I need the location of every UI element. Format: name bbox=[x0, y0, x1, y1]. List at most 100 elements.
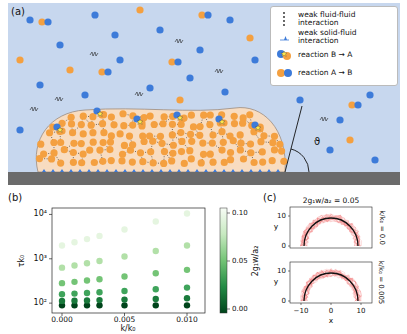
solid-mark bbox=[240, 169, 244, 172]
tick-label: 10 bbox=[357, 308, 366, 315]
tick bbox=[227, 261, 230, 262]
particle-a bbox=[146, 84, 153, 91]
particle-b bbox=[16, 56, 23, 63]
axis-label: y bbox=[274, 223, 278, 231]
solid-mark bbox=[141, 169, 145, 172]
colorbar-label: 2g₁w/a₂ bbox=[252, 246, 260, 277]
particle-b bbox=[118, 157, 125, 164]
tick-label: 10² bbox=[34, 299, 47, 307]
axes-box bbox=[52, 208, 205, 313]
particle-b bbox=[120, 122, 127, 129]
particle-b bbox=[198, 159, 205, 166]
data-point bbox=[71, 290, 77, 296]
particle-b bbox=[127, 147, 134, 154]
particle-b bbox=[66, 66, 73, 73]
legend-sample bbox=[274, 46, 294, 64]
particle-b bbox=[157, 133, 164, 140]
data-point bbox=[121, 302, 127, 308]
solid-mark bbox=[249, 169, 253, 172]
solid-mark bbox=[78, 169, 82, 172]
particle-b bbox=[346, 136, 353, 143]
tick bbox=[361, 303, 362, 305]
solid-mark bbox=[267, 169, 271, 172]
panel-label: (b) bbox=[8, 193, 22, 203]
particle-b bbox=[158, 140, 165, 147]
particle-a bbox=[26, 16, 33, 23]
reaction-star bbox=[255, 125, 261, 130]
particle-b bbox=[276, 141, 283, 148]
particle-b bbox=[69, 129, 76, 136]
particle-b bbox=[246, 34, 253, 41]
data-point bbox=[71, 297, 77, 303]
particle-a bbox=[81, 91, 88, 98]
solid-mark bbox=[69, 169, 73, 172]
particle-b bbox=[107, 138, 114, 145]
data-point bbox=[84, 260, 90, 266]
axis-label: k/k₀ bbox=[120, 325, 135, 333]
legend-sample bbox=[274, 10, 294, 28]
tick bbox=[49, 258, 52, 259]
particle-b bbox=[188, 138, 195, 145]
weak-interaction bbox=[320, 117, 328, 121]
row-label: k/k₀ = 0.005 bbox=[377, 260, 384, 304]
particle-a bbox=[91, 11, 98, 18]
particle-b bbox=[168, 157, 175, 164]
legend-text: weak fluid-fluid interaction bbox=[298, 11, 394, 27]
data-point bbox=[59, 291, 65, 297]
solid-mark bbox=[150, 169, 154, 172]
particle-b bbox=[106, 146, 113, 153]
particle-a bbox=[104, 68, 111, 75]
sample-profile bbox=[301, 215, 361, 246]
particle-b bbox=[271, 146, 278, 153]
particle-b bbox=[70, 140, 77, 147]
tick-label: 0 bbox=[282, 243, 286, 250]
particle-b bbox=[147, 112, 154, 119]
particle-a bbox=[36, 81, 43, 88]
sample-profile bbox=[302, 271, 357, 301]
mean-profile bbox=[304, 218, 358, 246]
particle-b bbox=[99, 120, 106, 127]
particle-b bbox=[237, 140, 244, 147]
data-point bbox=[96, 276, 102, 282]
panel-label: (c) bbox=[263, 193, 276, 203]
particle-b bbox=[269, 157, 276, 164]
particle-b bbox=[278, 147, 285, 154]
particle-a bbox=[221, 88, 228, 95]
particle-b bbox=[230, 137, 237, 144]
reaction-star bbox=[57, 127, 63, 132]
particle-b bbox=[178, 138, 185, 145]
tick-label: 0.05 bbox=[232, 258, 248, 265]
particle-b bbox=[137, 149, 144, 156]
particle-b bbox=[239, 120, 246, 127]
particle-b bbox=[100, 129, 107, 136]
data-point bbox=[184, 210, 190, 216]
tick bbox=[301, 303, 302, 305]
data-point bbox=[96, 258, 102, 264]
particle-b bbox=[220, 139, 227, 146]
particle-a bbox=[44, 18, 51, 25]
particle-b bbox=[68, 114, 75, 121]
particle-b bbox=[68, 120, 75, 127]
solid-mark bbox=[105, 169, 109, 172]
solid-mark bbox=[96, 169, 100, 172]
particle-b bbox=[91, 159, 98, 166]
particle-b bbox=[186, 147, 193, 154]
particle-b bbox=[50, 139, 57, 146]
data-point bbox=[184, 302, 190, 308]
angle-arc bbox=[291, 149, 309, 172]
particle-b bbox=[151, 121, 158, 128]
data-point bbox=[121, 253, 127, 259]
weak-interaction bbox=[90, 52, 98, 56]
particle-b bbox=[207, 111, 214, 118]
data-point bbox=[184, 284, 190, 290]
particle-b bbox=[86, 147, 93, 154]
legend-text: weak solid-fluid interaction bbox=[298, 29, 394, 45]
data-point bbox=[153, 286, 159, 292]
data-point bbox=[153, 302, 159, 308]
weak-interaction bbox=[55, 97, 63, 101]
sample-profile bbox=[303, 271, 359, 301]
sample-profile bbox=[301, 269, 361, 301]
particle-a bbox=[354, 101, 361, 108]
particle-b bbox=[161, 113, 168, 120]
tick bbox=[288, 246, 290, 247]
